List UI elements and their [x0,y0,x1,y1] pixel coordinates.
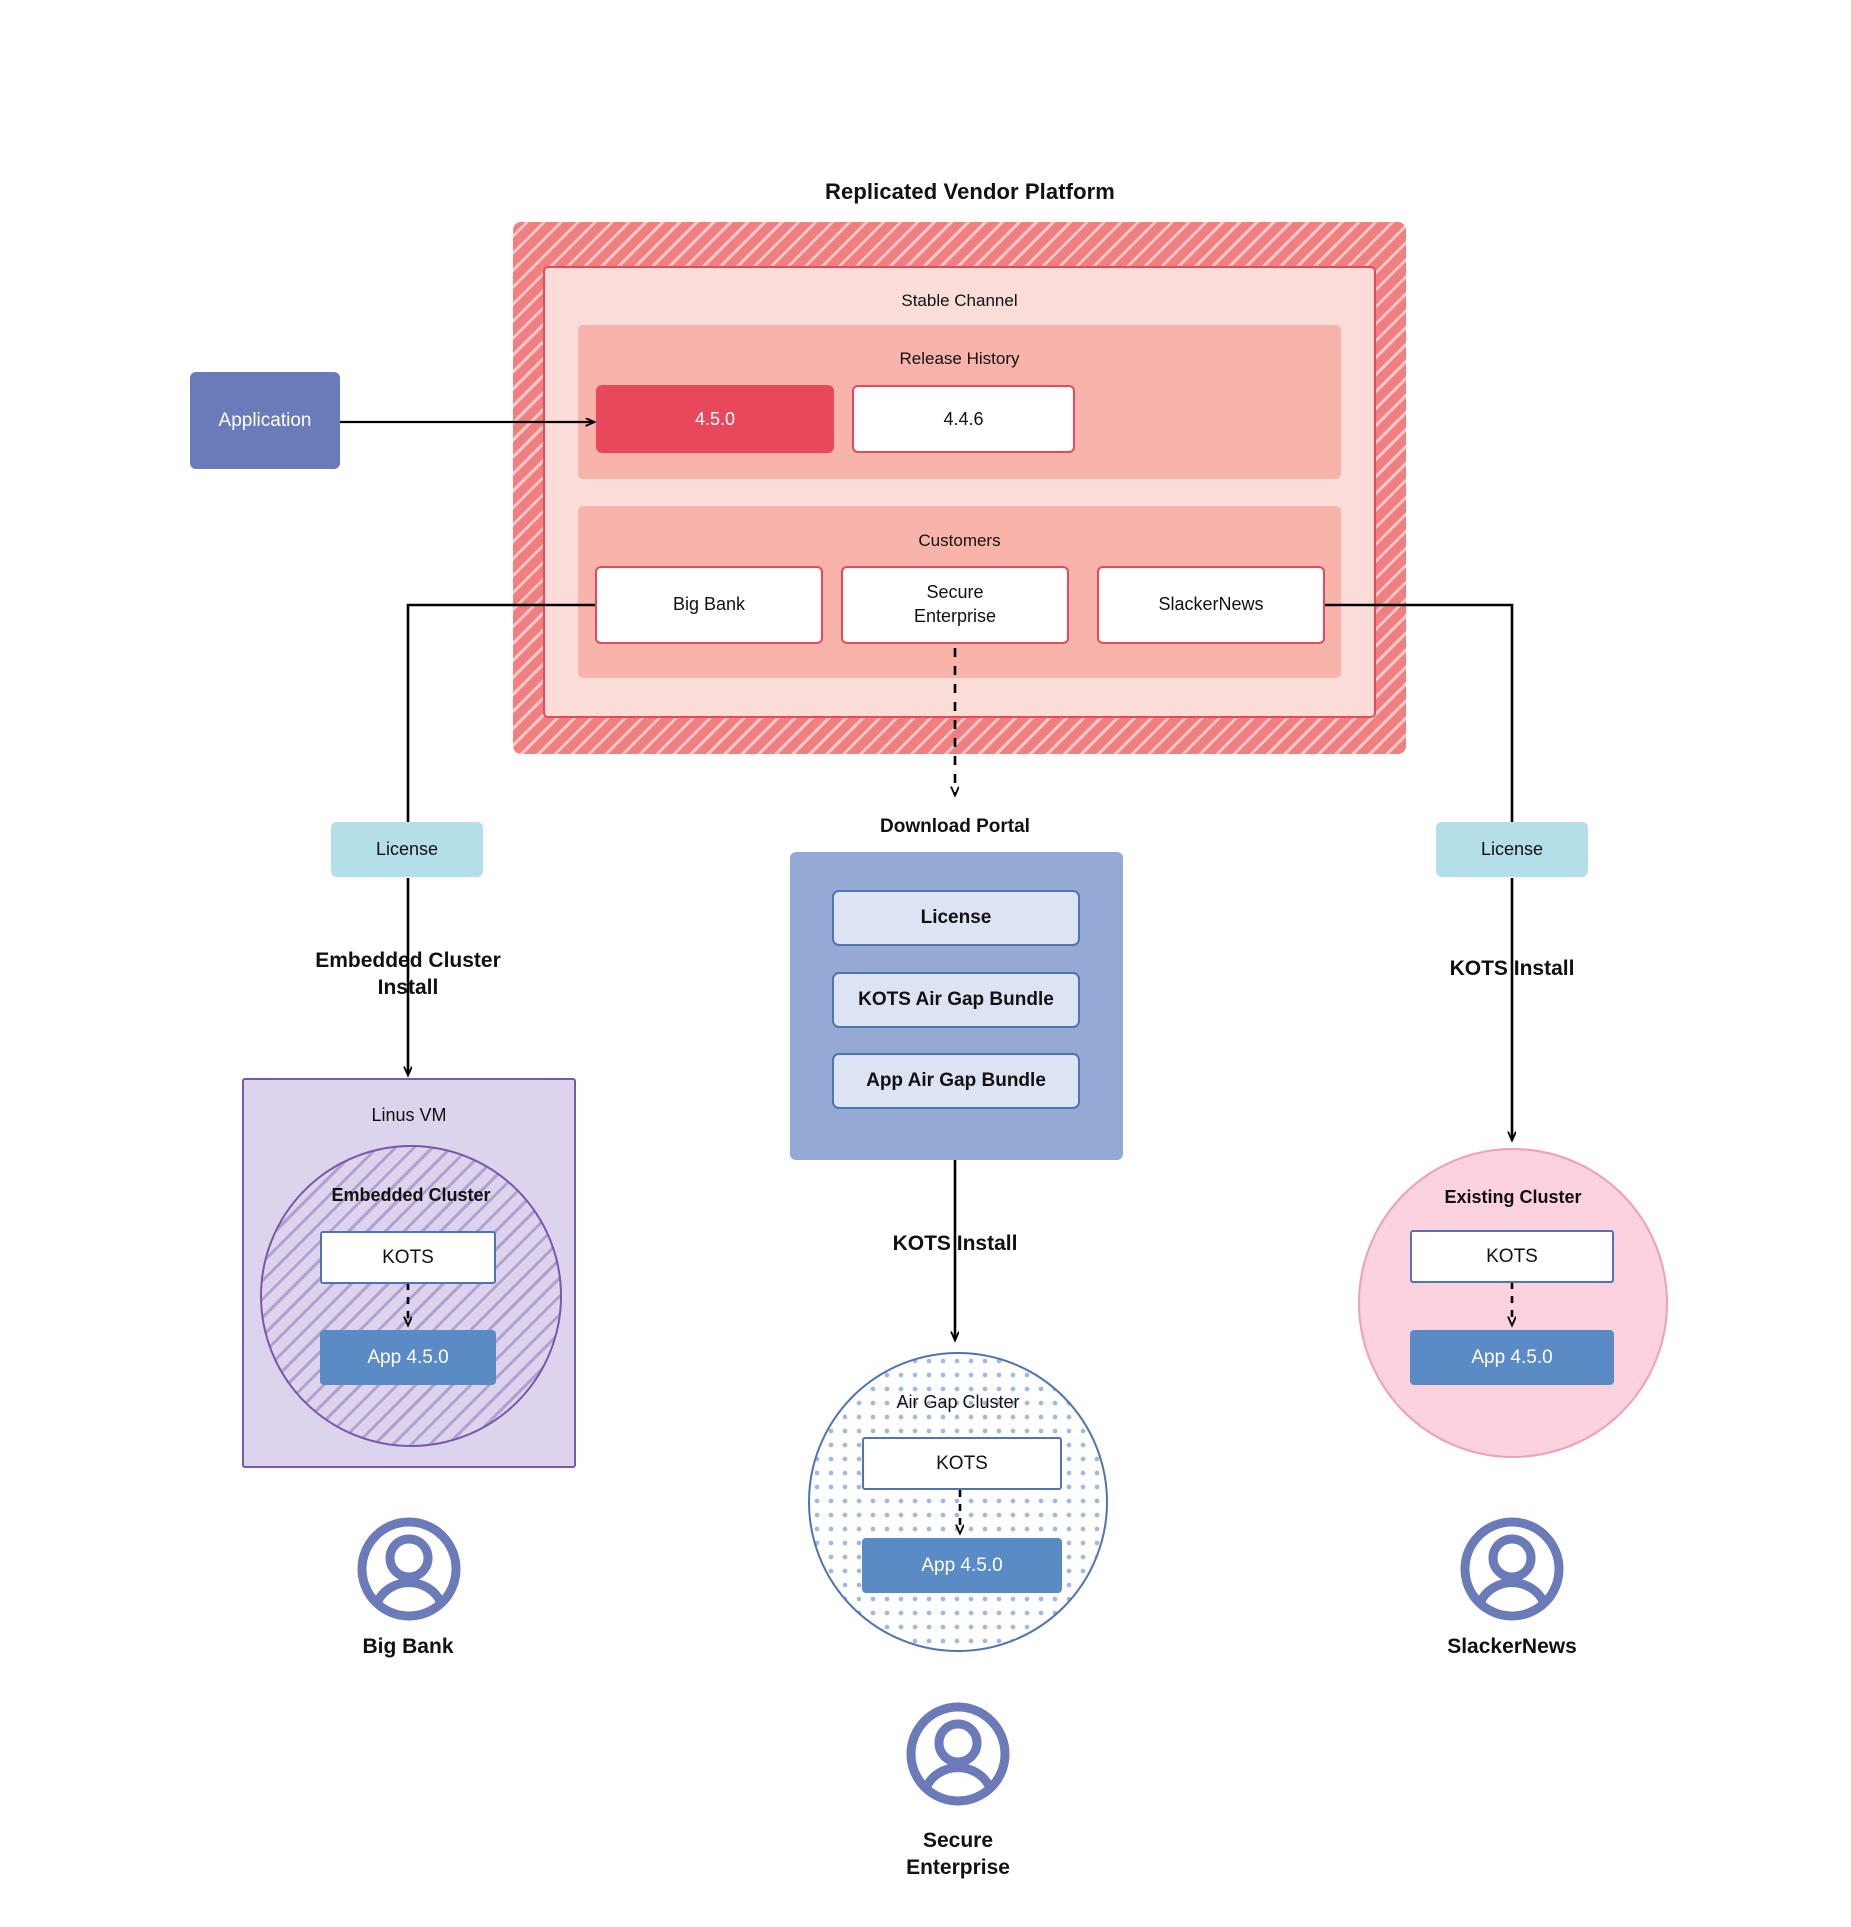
release-history-title: Release History [899,349,1020,368]
release-chip-previous[interactable]: 4.4.6 [852,385,1075,453]
portal-item-label: KOTS Air Gap Bundle [858,989,1054,1010]
air-gap-cluster-title: Air Gap Cluster [896,1392,1020,1412]
diagram-title: Replicated Vendor Platform [825,179,1115,204]
app-version-label: App 4.5.0 [921,1554,1003,1576]
license-box-right[interactable]: License [1436,822,1588,877]
customer-chip-label: SlackerNews [1158,594,1264,615]
kots-label: KOTS [382,1246,434,1268]
portal-item-label: License [920,907,992,928]
app-version-label: App 4.5.0 [1471,1346,1553,1368]
kots-box-center[interactable]: KOTS [862,1437,1062,1490]
kots-box-left[interactable]: KOTS [320,1231,496,1284]
kots-label: KOTS [1486,1245,1538,1267]
customer-name-big-bank: Big Bank [362,1634,454,1658]
kots-install-label-right: KOTS Install [1449,956,1575,980]
license-label: License [1480,839,1544,859]
avatar-slackernews [1458,1515,1566,1623]
avatar-secure-enterprise [904,1700,1012,1808]
portal-item-license[interactable]: License [832,890,1080,946]
license-box-left[interactable]: License [331,822,483,877]
release-version-previous: 4.4.6 [943,408,984,429]
stable-channel-title: Stable Channel [901,291,1018,310]
customer-chip-label: Secure Enterprise [913,582,997,626]
customer-chip-label: Big Bank [672,594,746,615]
customer-chip-slackernews[interactable]: SlackerNews [1097,566,1325,644]
air-gap-cluster-circle [808,1352,1108,1652]
customers-title: Customers [918,531,1001,550]
license-label: License [375,839,439,859]
portal-item-label: App Air Gap Bundle [866,1070,1046,1091]
existing-cluster-title: Existing Cluster [1444,1187,1582,1207]
linus-vm-title: Linus VM [371,1105,447,1125]
customer-name-slackernews: SlackerNews [1447,1634,1577,1658]
avatar-big-bank [355,1515,463,1623]
application-box[interactable]: Application [190,372,340,469]
application-label: Application [218,409,312,431]
kots-label: KOTS [936,1452,988,1474]
embedded-cluster-circle [260,1145,562,1447]
portal-item-app-air-gap-bundle[interactable]: App Air Gap Bundle [832,1053,1080,1109]
portal-item-kots-air-gap-bundle[interactable]: KOTS Air Gap Bundle [832,972,1080,1028]
kots-install-label-center: KOTS Install [892,1231,1018,1255]
app-version-box-right[interactable]: App 4.5.0 [1410,1330,1614,1385]
release-chip-current[interactable]: 4.5.0 [596,385,834,453]
embedded-cluster-title: Embedded Cluster [331,1185,491,1205]
app-version-label: App 4.5.0 [367,1346,449,1368]
download-portal-title: Download Portal [880,816,1030,837]
app-version-box-left[interactable]: App 4.5.0 [320,1330,496,1385]
release-version-current: 4.5.0 [694,408,736,429]
embedded-cluster-install-label: Embedded Cluster Install [315,949,501,999]
kots-box-right[interactable]: KOTS [1410,1230,1614,1283]
customer-chip-big-bank[interactable]: Big Bank [595,566,823,644]
customer-name-secure-enterprise: Secure Enterprise [906,1829,1010,1879]
customer-chip-secure-enterprise[interactable]: Secure Enterprise [841,566,1069,644]
app-version-box-center[interactable]: App 4.5.0 [862,1538,1062,1593]
